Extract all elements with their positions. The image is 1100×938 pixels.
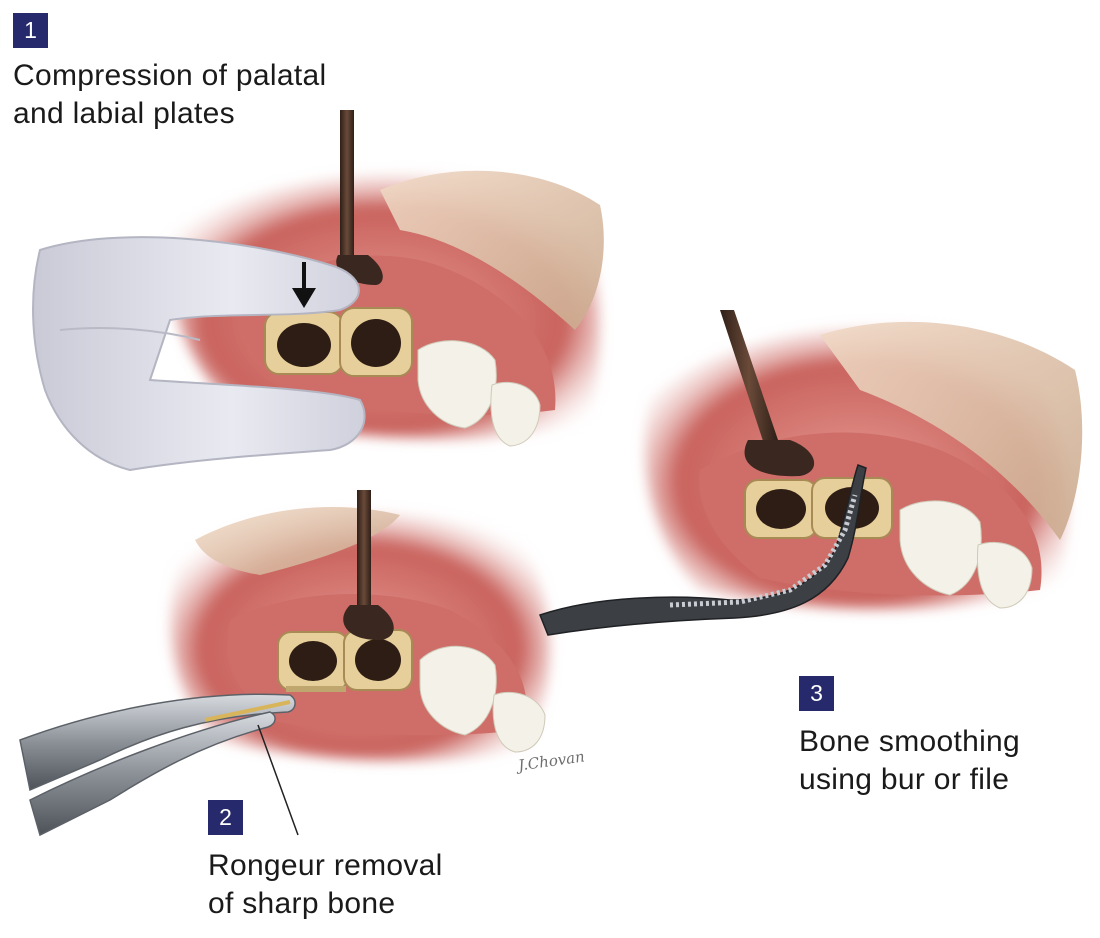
panel-3-bone-sockets <box>744 477 893 539</box>
step-3-caption: Bone smoothing using bur or file <box>799 723 1020 799</box>
step-2-badge: 2 <box>208 800 243 835</box>
panel-1-bone-sockets <box>264 307 413 377</box>
step-1-caption-line-1: Compression of palatal <box>13 59 327 92</box>
panel-1-gloved-hand <box>32 236 366 472</box>
step-2-caption-line-2: of sharp bone <box>208 887 396 920</box>
step-3-caption-line-2: using bur or file <box>799 763 1010 796</box>
step-1-badge: 1 <box>13 13 48 48</box>
panel-1-upper-lip <box>380 170 604 330</box>
panel-2-teeth <box>419 645 546 753</box>
panel-3-bone-smoothing <box>539 310 1083 636</box>
panel-3-upper-lip <box>820 321 1083 540</box>
step-3-badge: 3 <box>799 676 834 711</box>
panel-2-bone-sockets <box>277 629 413 692</box>
panel-1-teeth <box>417 340 541 447</box>
panel-1-compression <box>32 110 604 472</box>
panel-2-rongeur-forceps <box>19 693 296 837</box>
step-3-caption-line-1: Bone smoothing <box>799 725 1021 758</box>
panel-3-bone-file <box>539 464 867 636</box>
panel-3-teeth <box>899 500 1033 609</box>
panel-2-leader-line <box>257 724 299 836</box>
step-2-caption-line-1: Rongeur removal <box>208 849 443 882</box>
panel-3-elevator-instrument <box>720 310 815 477</box>
panel-2-upper-lip <box>195 507 400 575</box>
panel-2-rongeur <box>19 490 551 837</box>
panel-1-compression-arrow <box>292 262 316 308</box>
step-1-caption-line-2: and labial plates <box>13 97 235 130</box>
panel-2-elevator-instrument <box>343 490 394 640</box>
step-2-caption: Rongeur removal of sharp bone <box>208 847 443 923</box>
panel-1-elevator-instrument <box>336 110 383 285</box>
step-1-caption: Compression of palatal and labial plates <box>13 57 326 133</box>
